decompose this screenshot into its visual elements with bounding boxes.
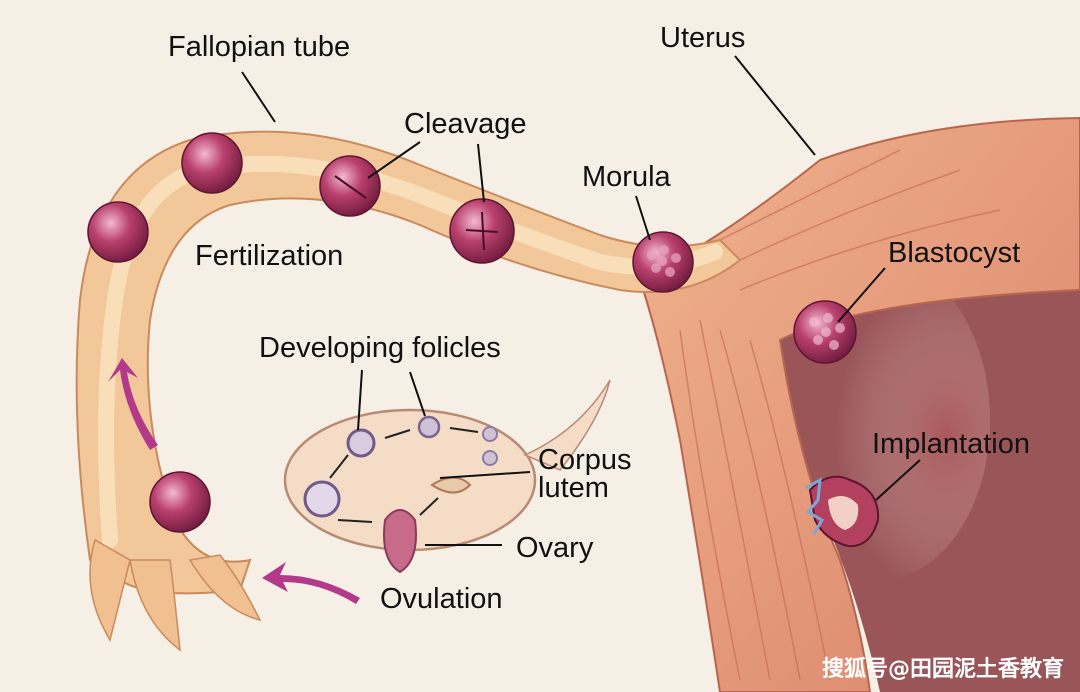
label-blastocyst: Blastocyst [888, 237, 1020, 269]
label-ovulation: Ovulation [380, 583, 503, 615]
leader-lines [241, 55, 921, 546]
label-uterus: Uterus [660, 22, 745, 54]
cycle-arrows [329, 427, 479, 523]
label-fertilization: Fertilization [195, 240, 343, 272]
watermark: 搜狐号@田园泥土香教育 [822, 656, 1064, 682]
migration-arrow-up [108, 358, 158, 450]
ovarian-ligament [523, 379, 611, 471]
muscle-striations [679, 149, 1001, 681]
label-implantation: Implantation [872, 428, 1030, 460]
label-lutem: lutem [538, 472, 609, 504]
follicles [303, 415, 498, 518]
cells [87, 132, 857, 533]
label-fallopian-tube: Fallopian tube [168, 31, 350, 63]
ovulation-arrow [262, 562, 360, 604]
implantation-site [805, 475, 880, 548]
label-cleavage: Cleavage [404, 108, 527, 140]
fimbriae [89, 538, 262, 652]
uterus-wall [638, 116, 1080, 692]
label-morula: Morula [582, 161, 672, 193]
tube-lumen [98, 155, 723, 548]
ovulating-follicle [383, 509, 417, 574]
label-ovary: Ovary [516, 532, 594, 564]
label-corpus: Corpus [538, 444, 632, 476]
label-developing-folicles: Developing folicles [259, 332, 501, 364]
